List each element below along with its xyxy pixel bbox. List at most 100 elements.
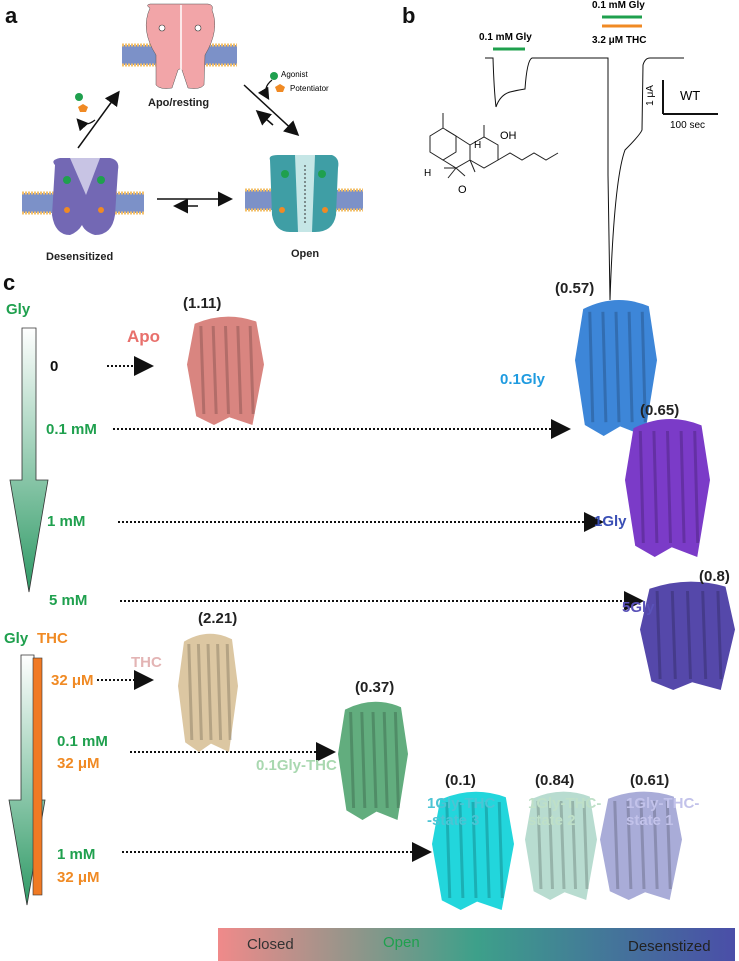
atom-h2: H [424, 168, 432, 179]
density-map-texture [199, 325, 206, 415]
density-map-texture [187, 643, 194, 741]
density-map-texture [638, 430, 645, 544]
legend-agonist: Agonist [281, 70, 308, 79]
structure-label: 1Gly [594, 513, 627, 530]
thc-row-3-thc: 32 μM [57, 869, 100, 886]
structure-label: 1Gly-THC -state 3 [427, 795, 496, 829]
density-map-texture [349, 711, 356, 809]
resolution-value: (0.1) [445, 772, 476, 789]
structure-label: 1Gly-THC- state 1 [626, 795, 700, 829]
construct-label: WT [680, 88, 701, 103]
resolution-value: (0.57) [555, 280, 595, 297]
density-map-texture [670, 590, 677, 680]
atom-h1: H [474, 140, 482, 151]
density-map-texture [236, 325, 243, 415]
density-map-3 [625, 419, 710, 557]
density-map-texture [582, 800, 589, 890]
structure-label: 1Gly-THC- state 2 [528, 795, 602, 829]
density-map-texture [701, 590, 708, 680]
resolution-value: (0.61) [630, 772, 670, 789]
density-map-7 [432, 791, 514, 910]
atom-o: O [458, 184, 467, 196]
density-map-8 [525, 791, 597, 900]
density-map-texture [588, 311, 595, 423]
trace1-label: 0.1 mM Gly [479, 32, 532, 43]
panel-label-b: b [402, 3, 416, 28]
panel-label-c: c [3, 270, 16, 295]
density-map-texture [360, 711, 367, 809]
gly-thc-header-thc: THC [37, 630, 68, 647]
density-map-4 [640, 581, 735, 690]
gly-gradient-arrow [9, 327, 49, 593]
density-map-1 [187, 316, 264, 425]
legend-potentiator: Potentiator [290, 84, 329, 93]
density-map-texture [248, 325, 255, 415]
density-map-texture [484, 801, 491, 899]
state-colorbar [218, 928, 735, 961]
gly-conc-5mm: 5 mM [49, 592, 88, 609]
density-map-texture [716, 590, 723, 680]
density-map-texture [206, 643, 213, 741]
thc-row-3-gly: 1 mM [57, 846, 96, 863]
density-map-texture [652, 800, 659, 890]
density-map-texture [445, 801, 452, 899]
density-map-texture [639, 800, 646, 890]
density-map-texture [371, 711, 378, 809]
density-map-9 [600, 791, 682, 900]
structure-label: 0.1Gly [500, 371, 546, 388]
density-map-texture [652, 430, 659, 544]
trace2-label-thc: 3.2 μM THC [592, 35, 647, 46]
scale-x-label: 100 sec [670, 120, 706, 131]
density-map-texture [458, 801, 465, 899]
density-map-texture [225, 643, 232, 741]
density-map-texture [559, 800, 566, 890]
colorbar-label-desensitized: Desenstized [628, 938, 711, 955]
structure-label: 0.1Gly-THC [256, 757, 337, 774]
density-map-5 [178, 633, 238, 752]
gly-thc-header-gly: Gly [4, 630, 29, 647]
density-map-texture [211, 325, 218, 415]
colorbar-label-closed: Closed [247, 936, 294, 953]
state-label-desensitized: Desensitized [46, 251, 114, 263]
density-map-texture [614, 311, 621, 423]
density-map-texture [196, 643, 203, 741]
density-map-texture [613, 800, 620, 890]
structure-label: 5Gly [622, 599, 655, 616]
density-map-texture [640, 311, 647, 423]
density-map-texture [382, 711, 389, 809]
density-map-texture [686, 590, 692, 680]
density-map-texture [536, 800, 543, 890]
resolution-value: (1.11) [183, 295, 222, 312]
density-map-texture [224, 325, 230, 415]
gly-header: Gly [6, 301, 31, 318]
density-map-texture [679, 430, 686, 544]
density-map-texture [655, 590, 662, 680]
thc-row-2-gly: 0.1 mM [57, 733, 108, 750]
structure-label: Apo [127, 327, 161, 346]
resolution-value: (0.8) [699, 568, 730, 585]
density-map-texture [601, 311, 608, 423]
density-map-texture [693, 430, 700, 544]
resolution-value: (0.37) [355, 679, 395, 696]
state-label-apo: Apo/resting [148, 97, 210, 109]
density-map-texture [471, 801, 478, 899]
resolution-value: (2.21) [198, 610, 238, 627]
gly-conc-1mm: 1 mM [47, 513, 86, 530]
density-map-texture [216, 643, 223, 741]
density-map-2 [575, 300, 657, 436]
density-map-texture [497, 801, 504, 899]
thc-structure [429, 113, 559, 179]
density-map-6 [338, 701, 408, 820]
resolution-value: (0.65) [640, 402, 680, 419]
current-trace [485, 57, 684, 301]
density-map-texture [666, 430, 672, 544]
thc-row-1-thc: 32 μM [51, 672, 94, 689]
density-map-texture [571, 800, 578, 890]
resolution-value: (0.84) [535, 772, 575, 789]
density-map-texture [627, 311, 634, 423]
atom-oh: OH [500, 130, 517, 142]
structure-label: THC [131, 654, 162, 671]
density-map-texture [626, 800, 633, 890]
